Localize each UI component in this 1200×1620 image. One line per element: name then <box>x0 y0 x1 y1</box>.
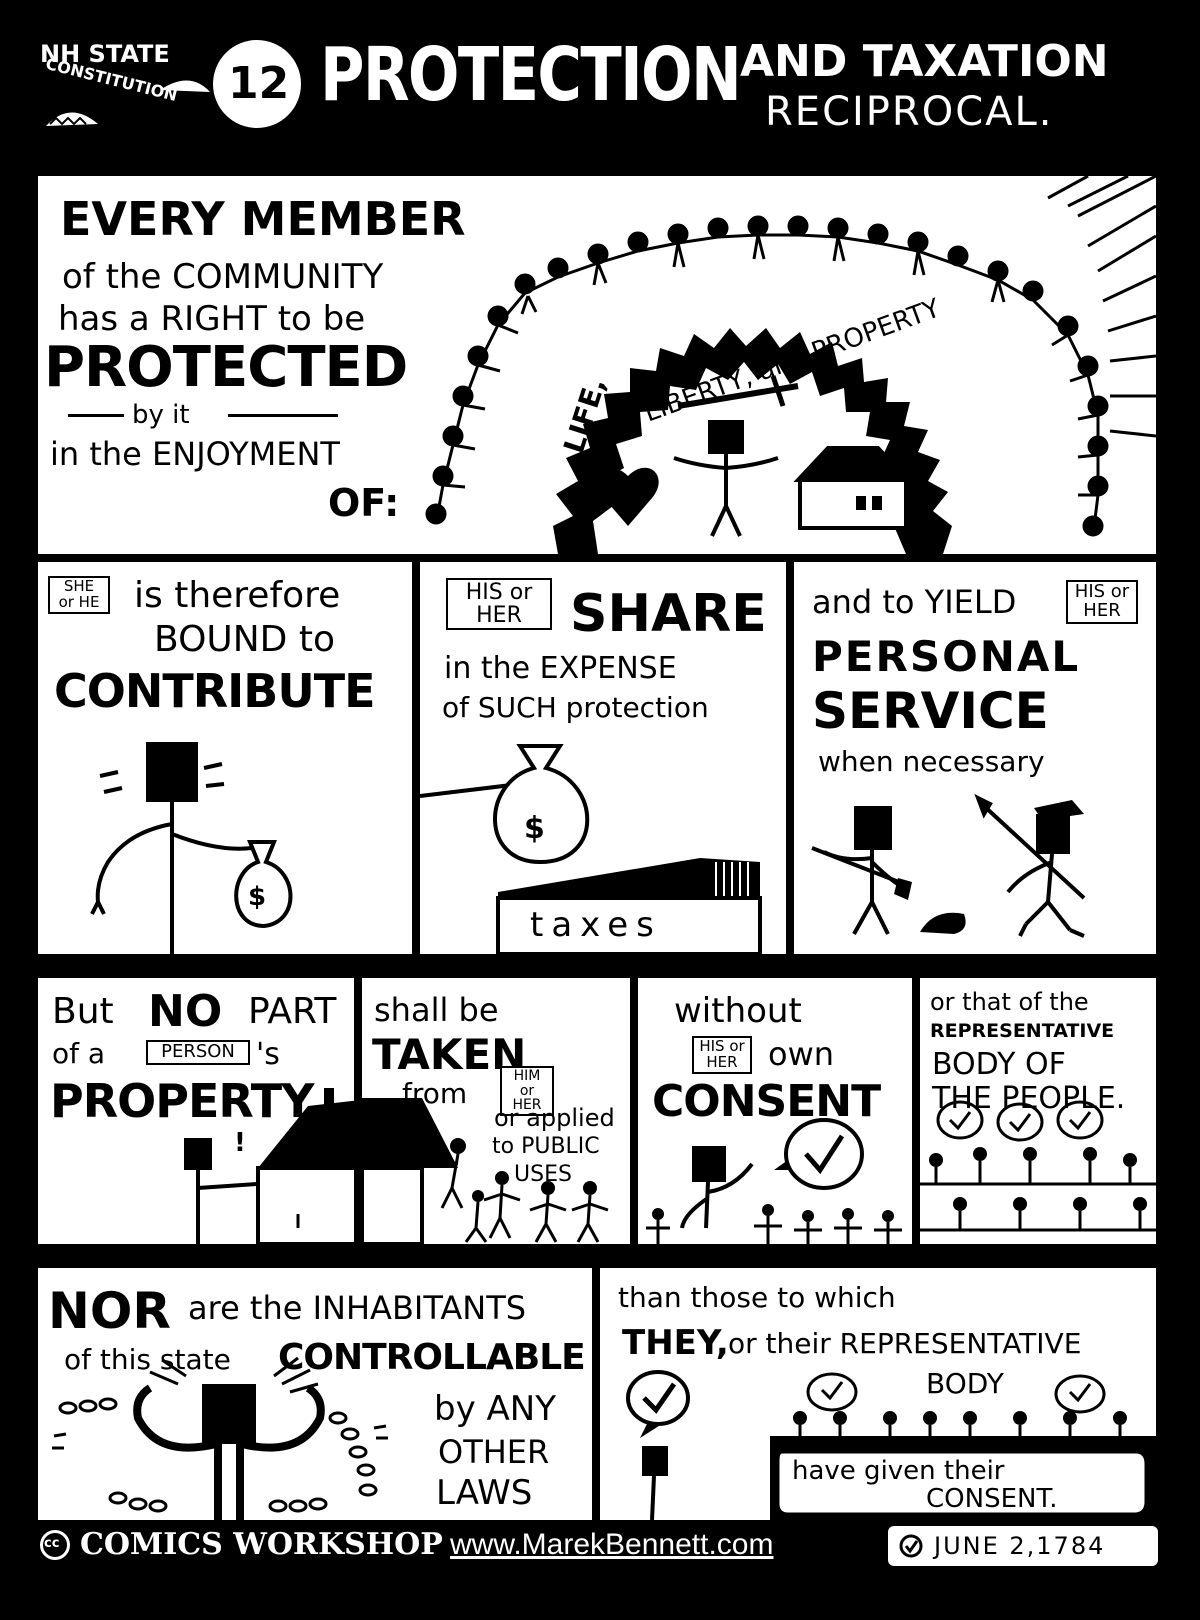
panel3-line-protection: of SUCH protection <box>442 691 709 724</box>
panel2-line-therefore: is therefore <box>134 575 341 616</box>
consenting-citizens-illustration <box>626 1370 1156 1520</box>
panel3-line-expense: in the EXPENSE <box>444 651 677 686</box>
panel5-possessive: 's <box>256 1037 280 1072</box>
his-or-her-box-share: HIS or HER <box>446 578 552 631</box>
date-text: JUNE 2,1784 <box>934 1532 1106 1560</box>
controllable-text: CONTROLLABLE <box>278 1337 586 1378</box>
panel1-line-enjoyment: in the ENJOYMENT <box>50 435 340 473</box>
panel10-caption-1: have given their <box>792 1456 1005 1486</box>
his-or-her-box-consent: HIS or HER <box>692 1036 752 1074</box>
panel5-part: PART <box>248 991 337 1032</box>
tax-payment-illustration <box>420 744 762 954</box>
broken-chains-illustration <box>52 1356 388 1520</box>
panel8-line3: BODY OF <box>932 1047 1066 1082</box>
representatives-illustration <box>920 1100 1156 1232</box>
panel6-from: from <box>402 1077 468 1110</box>
panel5-but: But <box>52 991 114 1032</box>
contributor-figure-illustration <box>90 742 293 954</box>
panel8-line1: or that of the <box>930 988 1089 1016</box>
she-or-he-box: SHE or HE <box>48 576 110 614</box>
person-property-illustration <box>184 1088 354 1244</box>
protected-text: PROTECTED <box>44 335 408 400</box>
check-circle-icon <box>899 1534 923 1558</box>
cc-license-icon <box>40 1530 70 1560</box>
by-it-rule-right <box>228 414 338 417</box>
property-text: PROPERTY <box>50 1074 314 1128</box>
by-it-rule-left <box>68 414 124 417</box>
own-text: own <box>768 1035 835 1073</box>
panel6-uses: USES <box>514 1162 572 1187</box>
panel6-shall-be: shall be <box>374 991 499 1029</box>
panel-personal-service: and to YIELD HIS or HER PERSONAL SERVICE… <box>794 562 1156 954</box>
panel4-line-necessary: when necessary <box>818 745 1045 778</box>
panel-nor-controllable: NOR are the INHABITANTS of this state CO… <box>38 1268 592 1520</box>
panel4-line-yield: and to YIELD <box>812 583 1017 621</box>
person-box: PERSON <box>146 1040 250 1065</box>
panel9-laws: LAWS <box>436 1473 533 1513</box>
panel-they-consent: than those to which THEY, or their REPRE… <box>600 1268 1156 1520</box>
panel2-line-bound: BOUND to <box>154 619 335 660</box>
panel9-this-state: of this state <box>64 1343 231 1376</box>
panel6-applied: or applied <box>494 1104 615 1132</box>
panel10-line1: than those to which <box>618 1281 896 1314</box>
panel10-caption-2: CONSENT. <box>926 1484 1058 1514</box>
panel10-representative: or their REPRESENTATIVE <box>728 1327 1082 1360</box>
panel9-inhabitants: are the INHABITANTS <box>188 1289 527 1327</box>
panel8-line4: THE PEOPLE. <box>932 1081 1126 1116</box>
taxes-text: taxes <box>530 905 662 945</box>
panel-taken: shall be TAKEN from HIM or HER or applie… <box>362 978 630 1244</box>
community-circle-illustration <box>425 176 1156 554</box>
title-reciprocal: RECIPROCAL. <box>765 89 1054 135</box>
panel-no-part: ! But NO PART of a PERSON 's PROPERTY <box>38 978 354 1244</box>
his-or-her-box-service: HIS or HER <box>1066 580 1138 624</box>
personal-text: PERSONAL <box>812 632 1081 681</box>
website-link[interactable]: www.MarekBennett.com <box>450 1528 774 1561</box>
panel9-other: OTHER <box>438 1433 550 1471</box>
article-number: 12 <box>228 58 290 109</box>
cc-license-text: cc <box>44 1536 60 1551</box>
article-number-badge <box>213 40 301 128</box>
title-main: PROTECTION <box>320 32 742 118</box>
panel5-of-a: of a <box>52 1037 106 1070</box>
panel-contribute: $ SHE or HE is therefore BOUND to CONTRI… <box>38 562 412 954</box>
exclaim-text: ! <box>234 1128 246 1158</box>
date-box <box>888 1526 1158 1566</box>
nor-text: NOR <box>48 1282 171 1340</box>
panel1-line-community: of the COMMUNITY <box>62 257 384 297</box>
series-line-1: NH STATE <box>40 40 170 68</box>
panel8-line2: REPRESENTATIVE <box>930 1020 1115 1042</box>
of-text: OF: <box>328 481 400 525</box>
panel-every-member: EVERY MEMBER of the COMMUNITY has a RIGH… <box>38 176 1156 554</box>
without-text: without <box>674 991 802 1031</box>
no-text: NO <box>148 986 223 1037</box>
contribute-bag-dollar: $ <box>248 882 267 912</box>
every-member-text: EVERY MEMBER <box>60 192 466 246</box>
constitution-seal-icon <box>46 80 210 126</box>
contribute-text: CONTRIBUTE <box>54 664 375 718</box>
by-it-text: by it <box>132 400 190 430</box>
panel-share: $ HIS or HER SHARE in the EXPENSE of SUC… <box>420 562 786 954</box>
share-text: SHARE <box>570 584 767 644</box>
panel10-body: BODY <box>926 1367 1004 1400</box>
consent-text: CONSENT <box>652 1076 881 1127</box>
service-text: SERVICE <box>812 682 1049 740</box>
public-uses-crowd-illustration <box>362 1098 609 1244</box>
panel1-line-right: has a RIGHT to be <box>58 299 366 339</box>
panel-representative-body: or that of the REPRESENTATIVE BODY OF TH… <box>920 978 1156 1244</box>
service-figures-illustration <box>811 793 1086 938</box>
panel6-public: to PUBLIC <box>492 1134 600 1159</box>
title-and-taxation: AND TAXATION <box>740 36 1109 87</box>
consent-figure-illustration <box>646 1118 902 1244</box>
share-bag-dollar: $ <box>524 811 545 846</box>
panel9-by-any: by ANY <box>434 1389 556 1429</box>
him-or-her-box: HIM or HER <box>500 1066 554 1117</box>
comics-workshop-text: COMICS WORKSHOP <box>80 1527 443 1562</box>
panel-consent: without HIS or HER own CONSENT <box>638 978 912 1244</box>
they-text: THEY, <box>622 1323 729 1363</box>
